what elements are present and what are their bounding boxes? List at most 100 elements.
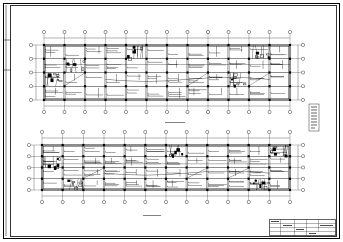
structural-column	[104, 85, 107, 88]
structural-column	[61, 143, 64, 147]
structural-column	[206, 166, 209, 169]
axis-bubble-bottom	[60, 200, 65, 204]
axis-bubble-top	[40, 130, 44, 134]
structural-column	[124, 43, 128, 47]
axis-bubble-top	[81, 130, 86, 134]
title-block	[269, 219, 336, 236]
axis-bubble-top	[288, 30, 292, 34]
axis-bubble-top	[267, 130, 272, 134]
axis-bubble-bottom	[103, 110, 108, 114]
structural-column	[288, 98, 292, 102]
general-notes-block	[308, 103, 320, 132]
reinforcement-curve	[103, 170, 270, 176]
structural-column	[206, 85, 210, 88]
reinforcement-curve	[105, 77, 270, 82]
structural-column	[104, 57, 107, 60]
axis-bubble-left	[29, 98, 33, 102]
structural-column	[144, 155, 147, 158]
axis-bubble-left	[29, 43, 33, 47]
axis-bubble-top	[122, 130, 127, 134]
axis-bubble-right	[301, 154, 305, 159]
structural-column	[61, 188, 64, 192]
structural-column	[40, 188, 44, 192]
structural-column	[268, 177, 271, 180]
axis-bubble-right	[301, 176, 305, 181]
structural-column	[164, 143, 168, 147]
structural-column	[165, 85, 169, 88]
structural-column	[227, 57, 230, 60]
structural-column	[40, 155, 44, 158]
structural-column	[226, 155, 230, 158]
structural-column	[288, 85, 292, 88]
axis-bubble-bottom	[185, 110, 190, 114]
structural-column	[165, 57, 169, 60]
structural-column	[83, 71, 87, 74]
structural-column	[206, 43, 210, 47]
structural-column	[42, 71, 46, 74]
structural-column	[247, 166, 250, 169]
structural-column	[40, 166, 44, 169]
structural-column	[164, 166, 168, 169]
structural-column	[165, 71, 169, 74]
axis-bubble-left	[29, 70, 33, 75]
structural-column	[124, 98, 128, 102]
axis-bubble-top	[103, 30, 108, 34]
structural-column	[185, 143, 188, 147]
axis-bubble-top	[143, 130, 148, 134]
axis-bubble-bottom	[144, 110, 149, 114]
structural-column	[247, 43, 251, 47]
structural-column	[82, 177, 85, 180]
structural-column	[102, 166, 106, 169]
structural-column	[268, 98, 271, 102]
structural-column	[247, 71, 251, 74]
axis-bubble-bottom	[143, 200, 148, 204]
structural-column	[123, 188, 126, 192]
structural-column	[186, 71, 189, 74]
structural-column	[145, 71, 148, 74]
structural-column	[63, 57, 66, 60]
structural-column	[40, 143, 44, 147]
axis-bubble-top	[226, 30, 231, 34]
structural-column	[102, 188, 106, 192]
structural-column	[268, 85, 271, 88]
structural-column	[227, 85, 230, 88]
lower-floor-plan	[27, 130, 305, 204]
structural-column	[206, 71, 210, 74]
structural-column	[226, 143, 230, 147]
structural-column	[145, 85, 148, 88]
structural-column	[82, 143, 85, 147]
structural-column	[268, 188, 271, 192]
structural-column	[288, 71, 292, 74]
structural-column	[247, 188, 250, 192]
axis-bubble-top	[184, 130, 189, 134]
structural-column	[145, 43, 148, 47]
structural-column	[247, 143, 250, 147]
structural-column	[164, 188, 168, 192]
axis-bubble-bottom	[62, 110, 67, 114]
structural-column	[288, 57, 292, 60]
axis-bubble-top	[62, 30, 67, 34]
structural-column	[42, 98, 46, 102]
sheet-inner-border	[10, 5, 337, 237]
structural-column	[288, 155, 292, 158]
structural-column	[40, 177, 44, 180]
structural-column	[124, 57, 128, 60]
structural-column	[83, 57, 87, 60]
structural-column	[102, 177, 106, 180]
axis-bubble-bottom	[164, 200, 168, 204]
axis-bubble-bottom	[122, 200, 127, 204]
structural-column	[288, 43, 292, 47]
structural-column	[165, 43, 169, 47]
structural-column	[268, 143, 271, 147]
structural-column	[144, 177, 147, 180]
structural-column	[227, 43, 230, 47]
structural-column	[145, 98, 148, 102]
axis-bubble-bottom	[247, 110, 251, 114]
structural-column	[206, 98, 210, 102]
structural-column	[247, 98, 251, 102]
axis-bubble-bottom	[288, 110, 292, 114]
structural-column	[164, 177, 168, 180]
axis-bubble-top	[124, 30, 128, 34]
structural-column	[185, 155, 188, 158]
structural-column	[123, 166, 126, 169]
